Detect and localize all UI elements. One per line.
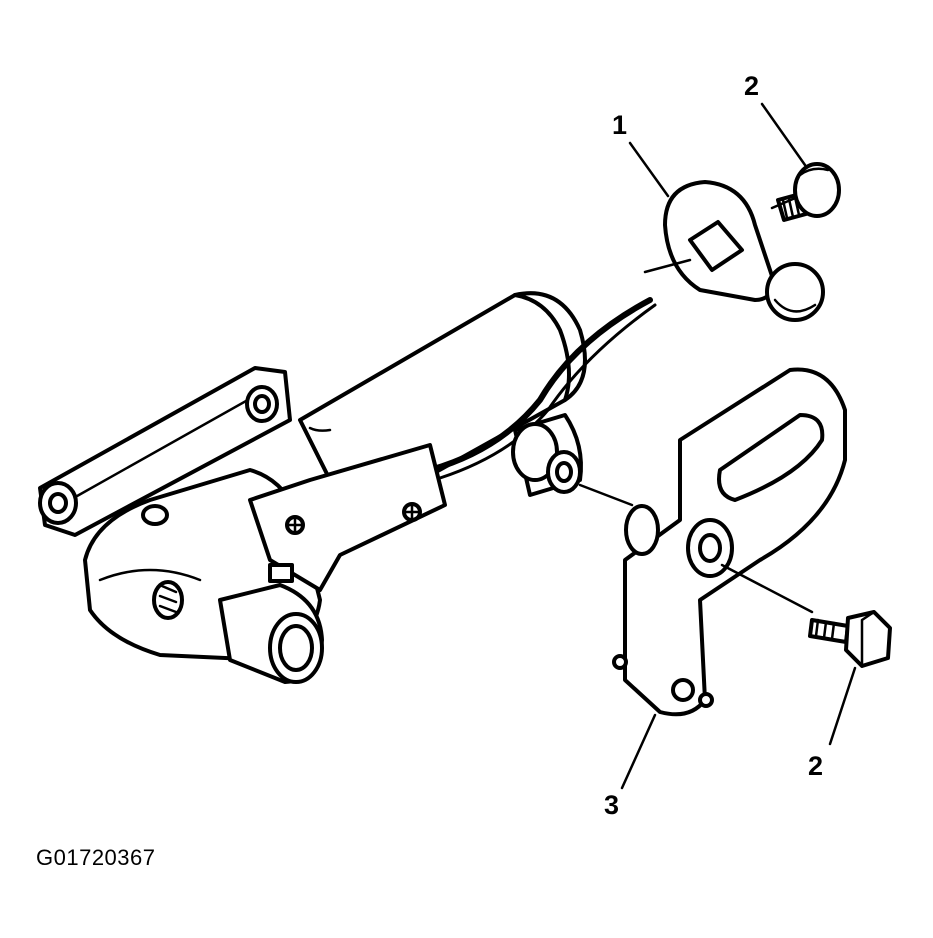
bolt-lower [808,610,892,668]
cover-screw-left [285,515,305,535]
lever-pivot-boss [686,518,734,578]
lever-pin [671,678,695,702]
callout-1: 1 [612,110,628,140]
washer-bracket [663,180,825,322]
callout-3: 3 [604,790,620,820]
housing-stud [141,504,169,526]
leader-2-lower [828,666,857,746]
cover-screw-right [402,502,422,522]
lever-arm [612,367,847,717]
mounting-hole-right [245,385,279,423]
adjuster-screw [152,580,184,620]
lever-rear-boss [624,504,660,556]
lever-slot [717,413,825,502]
mounting-hole-left [38,481,78,525]
callout-2-upper: 2 [744,71,760,101]
mounting-bracket [38,366,292,537]
callout-leaders [620,102,857,790]
leader-3 [620,713,657,790]
alignment-lines [578,258,814,614]
bolt-upper [770,162,841,222]
leader-2-upper [760,102,807,167]
cover-plate [248,443,447,592]
connector-tab [268,563,294,583]
figure-id: G01720367 [36,845,156,870]
actuator-assembly [38,291,657,684]
callout-2-lower: 2 [808,751,824,781]
square-hole [688,220,744,272]
leader-1 [628,141,670,198]
shaft-stub [511,413,583,497]
output-sleeve [218,583,324,684]
wire-harness [427,297,657,480]
